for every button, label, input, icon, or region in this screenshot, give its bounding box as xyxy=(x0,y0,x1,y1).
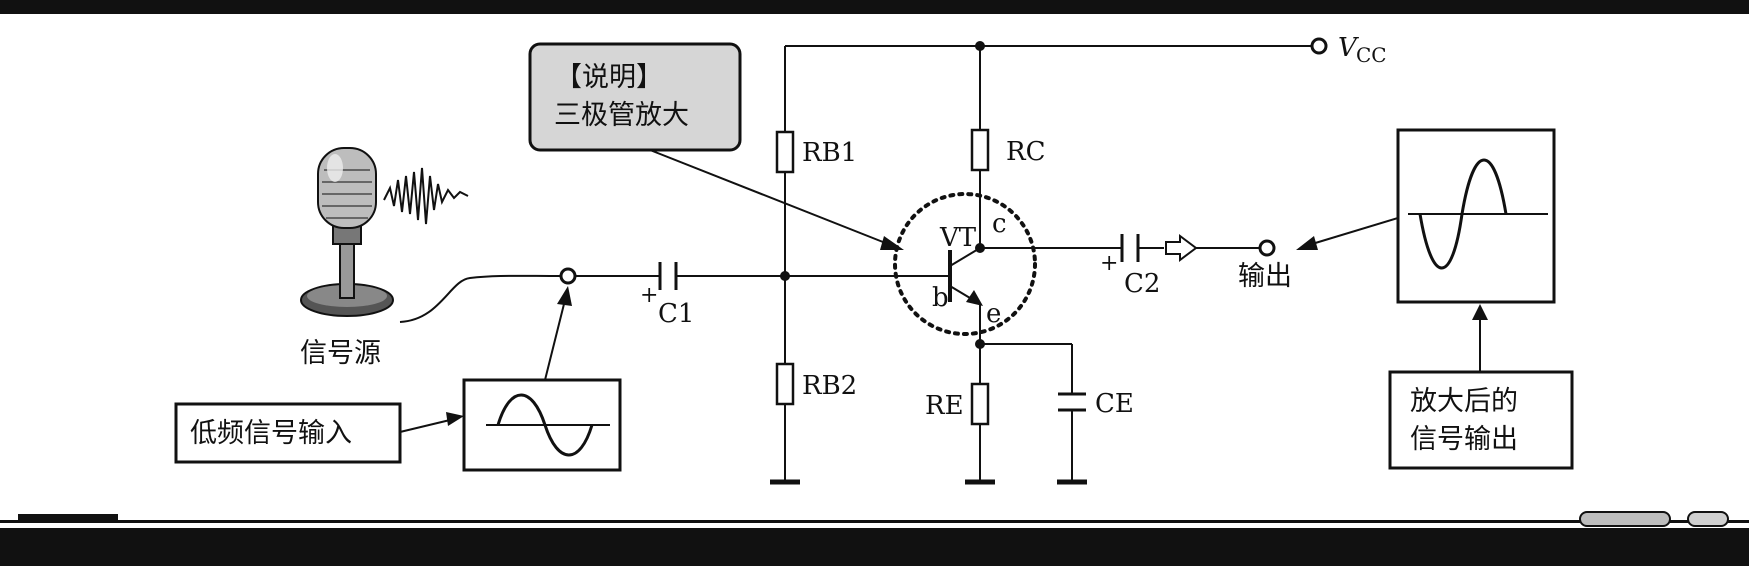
resistor-rb2 xyxy=(775,362,795,406)
microphone-icon xyxy=(300,147,394,317)
base-label: b xyxy=(932,283,949,313)
rb1-label: RB1 xyxy=(802,138,857,168)
emitter-label: e xyxy=(986,299,1001,329)
re-label: RE xyxy=(925,391,964,421)
ce-label: CE xyxy=(1095,389,1134,419)
vt-label: VT xyxy=(939,223,977,253)
pencil-icon xyxy=(1579,511,1729,527)
pointer-arrow-icon xyxy=(880,236,904,250)
bottom-right-block xyxy=(1548,540,1688,566)
c1-label: C1 xyxy=(658,299,694,329)
vcc-label-v: V xyxy=(1338,33,1359,63)
output-label: 输出 xyxy=(1238,261,1292,292)
amplified-pointer-arrow-icon xyxy=(1472,304,1488,320)
label-pointer-arrow-icon xyxy=(446,412,464,426)
c2-label: C2 xyxy=(1124,269,1160,299)
resistor-rc xyxy=(970,128,990,172)
c2-polarity: + xyxy=(1100,251,1118,276)
output-waveform-box xyxy=(1396,128,1556,304)
note-title: 【说明】 xyxy=(555,62,663,93)
input-label-box: 低频信号输入 xyxy=(174,402,402,464)
rc-label: RC xyxy=(1006,137,1045,167)
vcc-label-sub: CC xyxy=(1356,43,1387,67)
output-terminal xyxy=(1258,239,1276,257)
amplified-label-box: 放大后的 信号输出 xyxy=(1388,370,1574,470)
c1-polarity: + xyxy=(640,283,658,308)
input-pointer-arrow-icon xyxy=(557,286,572,306)
amplified-line1: 放大后的 xyxy=(1410,386,1518,417)
resistor-rb1 xyxy=(775,130,795,174)
transistor-vt xyxy=(893,192,1037,336)
input-terminal xyxy=(559,267,577,285)
circuit-wires xyxy=(399,45,1312,480)
top-border-bar xyxy=(0,0,1749,14)
collector-label: c xyxy=(992,209,1007,239)
emitter-arrow-icon xyxy=(966,290,983,306)
resistor-re xyxy=(970,382,990,426)
hollow-arrow-icon xyxy=(1165,234,1198,262)
sound-wave-icon xyxy=(383,167,469,225)
rb2-label: RB2 xyxy=(802,371,857,401)
output-pointer-arrow-icon xyxy=(1296,236,1318,250)
note-body: 三极管放大 xyxy=(554,100,689,131)
capacitor-c2 xyxy=(1120,234,1140,262)
signal-source-label: 信号源 xyxy=(300,338,381,369)
output-sine-wave xyxy=(1418,158,1508,270)
bottom-border-bar xyxy=(0,528,1749,566)
bottom-left-stub xyxy=(18,514,118,520)
capacitor-ce xyxy=(1058,392,1086,412)
note-box: 【说明】 三极管放大 xyxy=(528,42,742,152)
vcc-terminal xyxy=(1310,37,1328,55)
bottom-thin-rule xyxy=(0,520,1749,523)
input-waveform-box xyxy=(462,378,622,472)
input-sine-wave xyxy=(496,393,594,457)
amplified-line2: 信号输出 xyxy=(1410,424,1518,455)
input-label-text: 低频信号输入 xyxy=(190,418,352,449)
capacitor-c1 xyxy=(658,262,678,290)
